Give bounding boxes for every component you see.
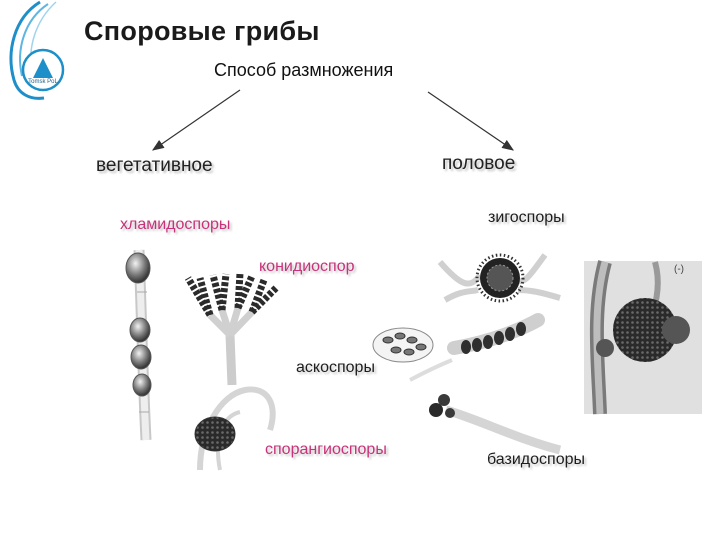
zygospore-illustration <box>437 253 561 303</box>
diagram-subtitle: Способ размножения <box>214 60 394 80</box>
sporangium-illustration <box>194 386 276 471</box>
basidium-illustration <box>429 394 562 455</box>
sporangiospores-label: спорангиоспоры <box>265 441 387 458</box>
ascospores-label: аскоспоры <box>296 359 375 376</box>
logo-text: Tomsk PoL <box>28 79 58 85</box>
chlamydospore-chain-illustration <box>125 249 152 441</box>
arrow-to-sexual <box>427 91 514 151</box>
basidiospores-label: базидоспоры <box>487 451 585 468</box>
zygospores-label: зигоспоры <box>488 209 565 226</box>
vegetative-branch-label: вегетативное <box>96 155 213 176</box>
university-logo-icon: Tomsk PoL <box>9 0 65 100</box>
zygospore-micrograph-photo <box>584 260 702 415</box>
conidiophore-illustration <box>184 272 279 386</box>
university-logo: Tomsk PoL <box>0 0 90 110</box>
chlamydospores-label: хламидоспоры <box>120 216 231 233</box>
conidiospores-label: конидиоспор <box>259 258 355 275</box>
ascus-illustration <box>372 313 545 382</box>
sexual-branch-label: половое <box>442 153 516 174</box>
photo-mark: (-) <box>674 264 684 275</box>
page-title: Споровые грибы <box>84 16 320 46</box>
arrow-to-vegetative <box>152 89 241 151</box>
